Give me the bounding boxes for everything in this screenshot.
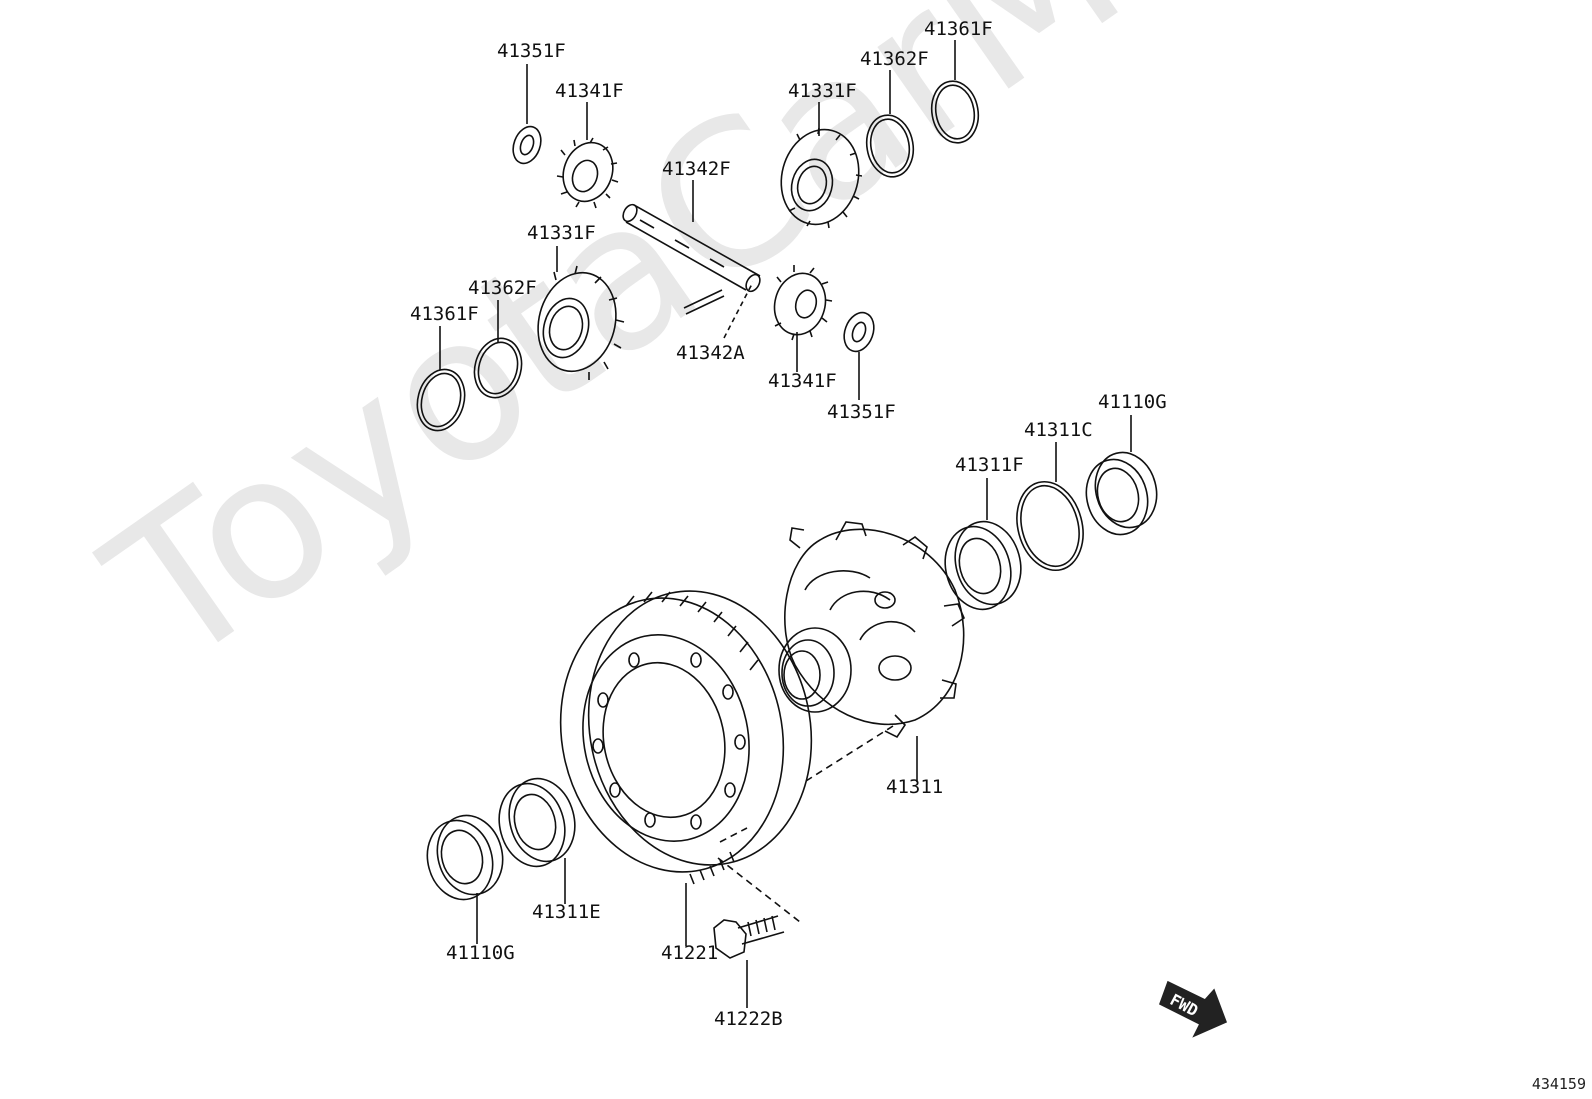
spacer-ring bbox=[865, 114, 915, 178]
spacer-ring bbox=[473, 337, 523, 399]
part-label[interactable]: 41222B bbox=[714, 1008, 783, 1030]
pinion-gear bbox=[773, 265, 833, 341]
part-label[interactable]: 41311F bbox=[955, 454, 1024, 476]
part-label[interactable]: 41351F bbox=[827, 401, 896, 423]
part-label[interactable]: 41331F bbox=[527, 222, 596, 244]
part-label[interactable]: 41311C bbox=[1024, 419, 1093, 441]
oil-seal bbox=[1085, 451, 1158, 536]
part-label[interactable]: 41341F bbox=[555, 80, 624, 102]
part-label[interactable]: 41110G bbox=[446, 942, 515, 964]
part-label[interactable]: 41361F bbox=[924, 18, 993, 40]
part-label[interactable]: 41341F bbox=[768, 370, 837, 392]
adjusting-shim bbox=[1016, 480, 1084, 572]
spacer-ring bbox=[930, 80, 980, 144]
part-label[interactable]: 41342F bbox=[662, 158, 731, 180]
pinion-gear bbox=[556, 137, 619, 209]
differential-case bbox=[778, 521, 965, 739]
oil-seal bbox=[426, 814, 504, 901]
side-gear bbox=[780, 127, 863, 229]
part-label[interactable]: 41311 bbox=[886, 776, 944, 798]
part-label[interactable]: 41110G bbox=[1098, 391, 1167, 413]
forward-direction-arrow bbox=[1159, 980, 1228, 1038]
part-label[interactable]: 41311E bbox=[532, 901, 601, 923]
thrust-washer bbox=[843, 311, 875, 353]
part-label[interactable]: 41221 bbox=[661, 942, 719, 964]
part-label[interactable]: 41361F bbox=[410, 303, 479, 325]
spacer-ring bbox=[416, 368, 466, 432]
part-label[interactable]: 41342A bbox=[676, 342, 745, 364]
tapered-roller-bearing bbox=[498, 777, 576, 868]
thrust-washer bbox=[512, 125, 542, 165]
part-label[interactable]: 41362F bbox=[860, 48, 929, 70]
part-label[interactable]: 41362F bbox=[468, 277, 537, 299]
leader-lines bbox=[439, 40, 1132, 1008]
tapered-roller-bearing bbox=[944, 520, 1022, 611]
part-label[interactable]: 41351F bbox=[497, 40, 566, 62]
alignment-lines bbox=[717, 725, 894, 923]
ring-gear-bolt bbox=[713, 915, 785, 959]
diagram-reference-code: 434159 bbox=[1531, 1075, 1586, 1093]
ring-gear bbox=[559, 590, 813, 885]
pinion-shaft bbox=[622, 203, 761, 293]
pin bbox=[683, 289, 725, 315]
part-label[interactable]: 41331F bbox=[788, 80, 857, 102]
side-gear bbox=[537, 265, 625, 380]
